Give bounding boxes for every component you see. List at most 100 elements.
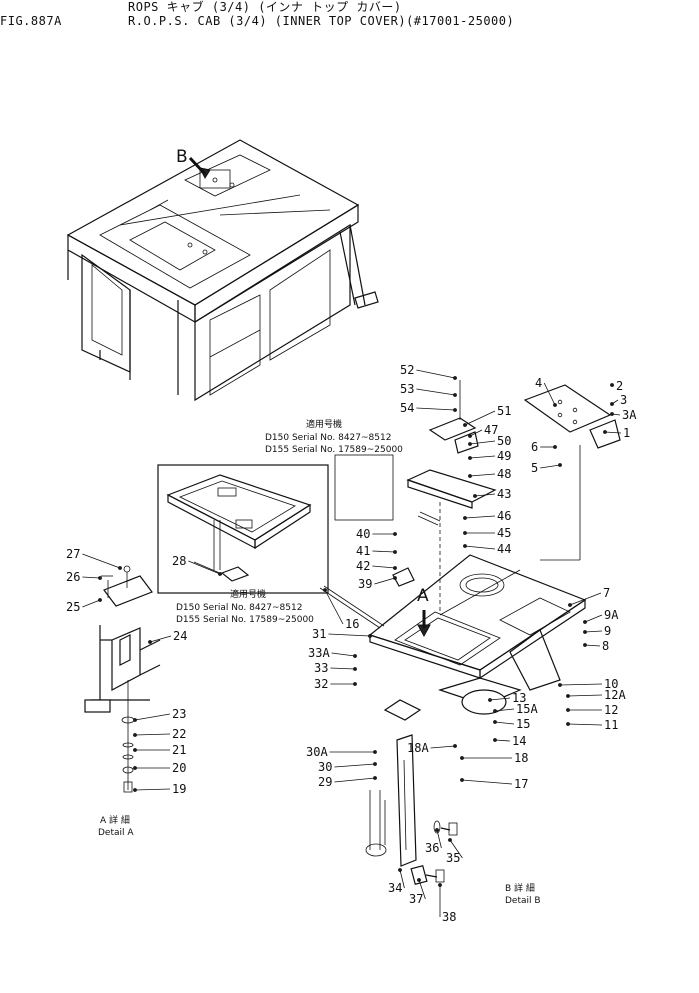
callout-leader xyxy=(449,839,463,859)
callout-34: 34 xyxy=(388,881,402,895)
callout-dot xyxy=(610,412,614,416)
callout-leader xyxy=(559,683,603,686)
callout-dot xyxy=(393,532,397,536)
callout-leader xyxy=(328,633,371,637)
callout-leader xyxy=(330,667,356,670)
callout-dot xyxy=(133,733,137,737)
callout-dot xyxy=(463,531,467,535)
callout-dot xyxy=(583,643,587,647)
cab-overview: B xyxy=(66,139,379,402)
callout-dot xyxy=(493,720,497,724)
callout-6: 6 xyxy=(531,440,538,454)
callout-2: 2 xyxy=(616,379,623,393)
callout-15a: 15A xyxy=(516,702,538,716)
callout-leader xyxy=(149,635,172,643)
callout-11: 11 xyxy=(604,718,618,732)
callout-18a: 18A xyxy=(407,741,429,755)
callout-14: 14 xyxy=(512,734,526,748)
inset-heading: 適用号機 xyxy=(230,588,266,600)
callout-dot xyxy=(493,738,497,742)
title-english: R.O.P.S. CAB (3/4) (INNER TOP COVER)(#17… xyxy=(128,14,515,28)
callout-39: 39 xyxy=(358,577,372,591)
callout-leader xyxy=(334,777,376,783)
callout-30a: 30A xyxy=(306,745,328,759)
callout-21: 21 xyxy=(172,743,186,757)
callout-dot xyxy=(453,408,457,412)
detail-b-en: Detail B xyxy=(505,896,541,906)
callout-5: 5 xyxy=(531,461,538,475)
callout-dot xyxy=(566,708,570,712)
callout-27: 27 xyxy=(66,547,80,561)
callout-22: 22 xyxy=(172,727,186,741)
callout-dot xyxy=(453,376,457,380)
callout-dot xyxy=(448,838,452,842)
callout-42: 42 xyxy=(356,559,370,573)
callout-leader xyxy=(188,560,221,575)
callout-dot xyxy=(610,383,614,387)
serial-box-heading: 適用号機 xyxy=(306,418,342,430)
serial-box: 適用号機 D150 Serial No. 8427~8512 D155 Seri… xyxy=(265,418,403,521)
callout-leader xyxy=(584,630,603,633)
callout-dot xyxy=(353,667,357,671)
callout-dot xyxy=(468,474,472,478)
callout-3a: 3A xyxy=(622,408,637,422)
callout-dot xyxy=(553,403,557,407)
callout-dot xyxy=(493,709,497,713)
callout-dot xyxy=(463,516,467,520)
callout-dot xyxy=(373,762,377,766)
callout-leader xyxy=(324,589,344,625)
callout-dot xyxy=(468,434,472,438)
callout-46: 46 xyxy=(497,509,511,523)
callout-44: 44 xyxy=(497,542,511,556)
detail-a-marker: A xyxy=(417,586,429,606)
callout-leader xyxy=(567,694,603,697)
callout-leader xyxy=(416,388,456,396)
callout-dot xyxy=(353,654,357,658)
callout-leader xyxy=(584,644,601,647)
detail-a-jp: A 詳 細 xyxy=(100,814,130,826)
callout-43: 43 xyxy=(497,487,511,501)
callout-leader xyxy=(464,515,496,519)
callout-leader xyxy=(461,779,513,785)
callout-16: 16 xyxy=(345,617,359,631)
callout-leader xyxy=(489,697,511,701)
callout-dot xyxy=(393,576,397,580)
detail-b-jp: B 詳 細 xyxy=(505,882,535,894)
callout-23: 23 xyxy=(172,707,186,721)
callout-dot xyxy=(393,566,397,570)
callout-13: 13 xyxy=(512,691,526,705)
serial-box-line-2: D155 Serial No. 17589~25000 xyxy=(265,445,403,455)
callout-leader xyxy=(604,431,622,434)
callout-dot xyxy=(438,883,442,887)
callout-leader xyxy=(331,652,356,657)
callout-49: 49 xyxy=(497,449,511,463)
callout-leader xyxy=(416,407,456,411)
callout-dot xyxy=(133,766,137,770)
callout-dot xyxy=(558,683,562,687)
callout-leader xyxy=(584,614,603,623)
callout-18: 18 xyxy=(514,751,528,765)
callout-dot xyxy=(373,776,377,780)
callout-dot xyxy=(583,630,587,634)
callout-leader xyxy=(436,829,442,849)
callout-dot xyxy=(558,463,562,467)
callout-leader xyxy=(374,577,396,585)
figure-number: FIG.887A xyxy=(0,14,62,28)
callout-4: 4 xyxy=(535,376,542,390)
callout-leader xyxy=(540,464,561,469)
callout-15: 15 xyxy=(516,717,530,731)
view-b-label: B xyxy=(176,147,188,167)
callout-leader xyxy=(469,455,496,459)
callout-leader xyxy=(372,550,396,553)
callout-dot xyxy=(353,682,357,686)
callout-dot xyxy=(460,756,464,760)
callout-25: 25 xyxy=(66,600,80,614)
callout-dot xyxy=(148,640,152,644)
callout-labels: 1233A4567899A10111212A13141515A16171818A… xyxy=(66,363,637,924)
callout-dot xyxy=(368,634,372,638)
inset-line-1: D150 Serial No. 8427~8512 xyxy=(176,603,302,613)
callout-41: 41 xyxy=(356,544,370,558)
callout-28: 28 xyxy=(172,554,186,568)
callout-dot xyxy=(218,572,222,576)
callout-20: 20 xyxy=(172,761,186,775)
